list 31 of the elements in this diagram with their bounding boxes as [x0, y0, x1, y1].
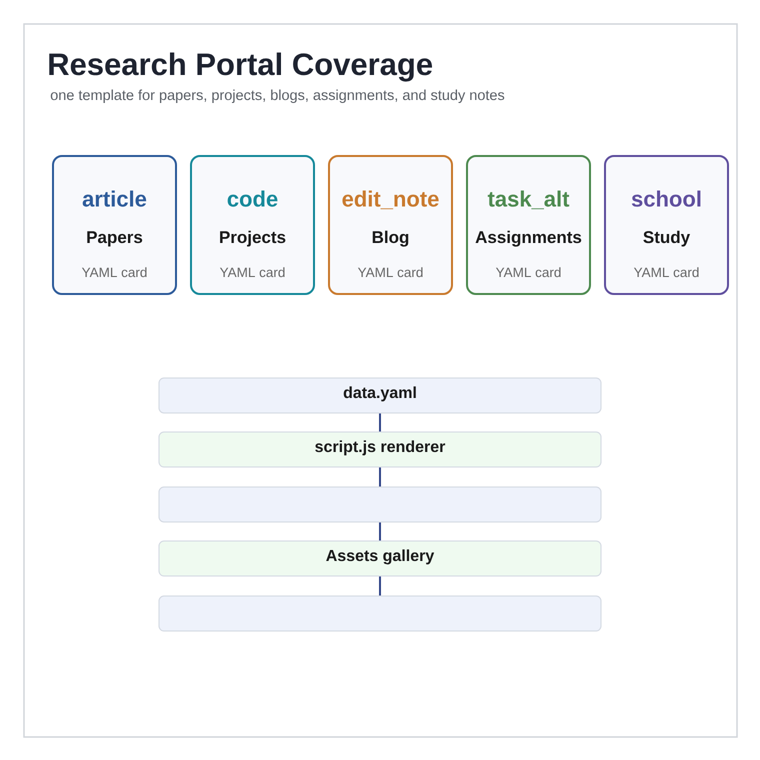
icon-name: school — [632, 190, 700, 207]
icon-name: article — [82, 190, 146, 207]
subtitle: one template for papers, projects, blogs, assignments, and study notes — [50, 90, 504, 103]
card-title: Study — [643, 230, 690, 247]
icon-name: edit_note — [342, 190, 439, 210]
card-title: Blog — [372, 230, 408, 247]
layer-box: data.yaml — [158, 378, 602, 414]
connector-line — [379, 522, 381, 540]
connector-line — [379, 414, 381, 432]
card-label: YAML card — [634, 267, 698, 278]
category-card — [604, 155, 729, 295]
category-card — [190, 155, 315, 295]
card-label: YAML card — [220, 267, 284, 278]
icon-name: task_alt — [488, 190, 570, 210]
connector-line — [379, 468, 381, 486]
layer-box: script.js renderer — [158, 432, 602, 468]
layer-box — [158, 596, 602, 632]
connector-line — [379, 576, 381, 596]
title: Research Portal Coverage — [49, 52, 432, 82]
layer-box — [158, 486, 602, 522]
card-title: Assignments — [476, 230, 582, 247]
card-label: YAML card — [82, 267, 146, 278]
layer-box: Assets gallery — [158, 540, 602, 576]
card-label: YAML card — [358, 267, 422, 278]
category-card — [328, 155, 453, 295]
icon-name: code — [228, 190, 278, 207]
card-title: Papers — [87, 231, 142, 247]
card-title: Projects — [220, 230, 286, 247]
category-card — [52, 155, 177, 295]
card-label: YAML card — [496, 267, 560, 278]
category-card — [466, 155, 591, 295]
